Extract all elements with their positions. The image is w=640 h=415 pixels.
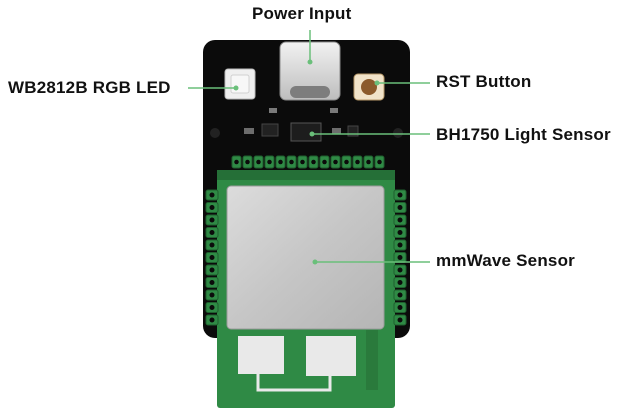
mount-hole <box>210 128 220 138</box>
pin-hole <box>322 159 327 165</box>
smd-component <box>330 108 338 113</box>
module-silkscreen <box>366 330 378 390</box>
pin-hole <box>397 267 403 273</box>
pin-hole <box>397 317 403 323</box>
pin-hole <box>355 159 360 165</box>
pin-header-right <box>393 189 407 326</box>
pin-hole <box>209 242 215 248</box>
pin-hole <box>366 159 371 165</box>
mount-hole <box>393 128 403 138</box>
pin-hole <box>245 159 250 165</box>
smd-component <box>347 125 359 137</box>
pin-hole <box>289 159 294 165</box>
pin-hole <box>209 230 215 235</box>
leader-dot <box>233 85 239 91</box>
leader-dot <box>309 131 315 137</box>
label-rgb-led: WB2812B RGB LED <box>8 78 171 97</box>
label-light-sensor: BH1750 Light Sensor <box>436 125 611 144</box>
pin-hole <box>209 267 215 273</box>
leader-dot <box>312 259 318 265</box>
pin-hole <box>397 280 403 285</box>
leader-dot <box>374 80 380 86</box>
antenna-trace <box>256 374 332 392</box>
pin-hole <box>278 159 283 165</box>
pin-hole <box>209 292 215 298</box>
bh1750-chip <box>290 122 322 142</box>
pin-hole <box>209 205 215 210</box>
usb-c-port <box>290 86 330 98</box>
smd-component <box>261 123 279 137</box>
antenna-patch <box>306 336 356 376</box>
leader-dot <box>307 59 313 65</box>
pin-hole <box>209 255 215 260</box>
rst-button-cap <box>361 79 377 95</box>
pin-hole <box>267 159 272 165</box>
pin-hole <box>209 317 215 323</box>
pin-hole <box>344 159 349 165</box>
pin-hole <box>397 230 403 235</box>
pin-hole <box>209 280 215 285</box>
pin-hole <box>300 159 305 165</box>
pin-hole <box>397 305 403 310</box>
smd-component <box>332 128 341 134</box>
pin-hole <box>333 159 338 165</box>
pin-hole <box>397 205 403 210</box>
pin-hole <box>209 217 215 223</box>
pin-header-left <box>205 189 219 326</box>
pin-hole <box>209 192 215 198</box>
pin-hole <box>256 159 261 165</box>
smd-component <box>269 108 277 113</box>
pin-hole <box>397 255 403 260</box>
pin-hole <box>311 159 316 165</box>
pin-hole <box>397 242 403 248</box>
pin-header-top <box>231 155 385 169</box>
mmwave-shield <box>226 185 385 330</box>
label-power-input: Power Input <box>252 4 352 23</box>
label-mmwave-sensor: mmWave Sensor <box>436 251 575 270</box>
pin-hole <box>397 217 403 223</box>
pin-hole <box>377 159 382 165</box>
antenna-patch <box>238 336 284 374</box>
pin-hole <box>209 305 215 310</box>
smd-component <box>244 128 254 134</box>
label-rst-button: RST Button <box>436 72 532 91</box>
pin-hole <box>397 292 403 298</box>
pin-hole <box>397 192 403 198</box>
pin-hole <box>234 159 239 165</box>
